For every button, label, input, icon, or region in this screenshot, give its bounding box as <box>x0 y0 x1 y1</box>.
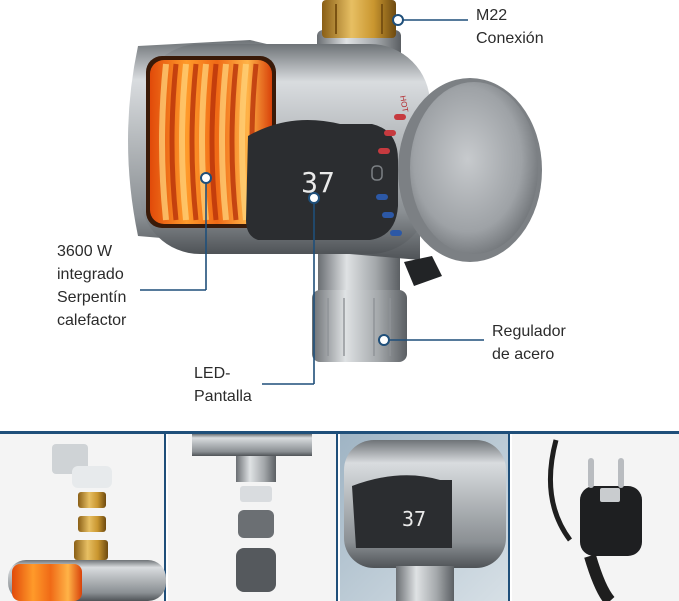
thumbnail-plug <box>512 434 679 601</box>
separator-line <box>0 431 679 434</box>
label-steel-regulator: Regulador de acero <box>492 323 566 363</box>
thumbnail-adapter <box>168 434 338 601</box>
brass-connector <box>322 0 396 38</box>
thumbnail-display-closeup: 37 <box>340 434 510 601</box>
display-panel <box>246 120 398 240</box>
temperature-scale-marks <box>371 114 406 236</box>
plug-icon <box>580 486 642 556</box>
hot-marking: HOT <box>398 95 410 113</box>
thumbnail-display-readout: 37 <box>402 507 426 531</box>
label-m22-connection: M22 Conexión <box>476 7 544 47</box>
label-heating-coil: 3600 W integrado Serpentín calefactor <box>57 243 127 329</box>
end-cap <box>410 82 538 254</box>
steel-regulator <box>312 290 407 362</box>
lever <box>404 256 442 286</box>
display-readout: 37 <box>301 166 335 199</box>
label-led-display: LED- Pantalla <box>194 365 252 405</box>
water-heater-device: 37 HOT <box>128 0 542 362</box>
callout-dots <box>200 14 404 346</box>
callout-lines <box>140 19 484 385</box>
thumbnail-installation <box>0 434 166 601</box>
